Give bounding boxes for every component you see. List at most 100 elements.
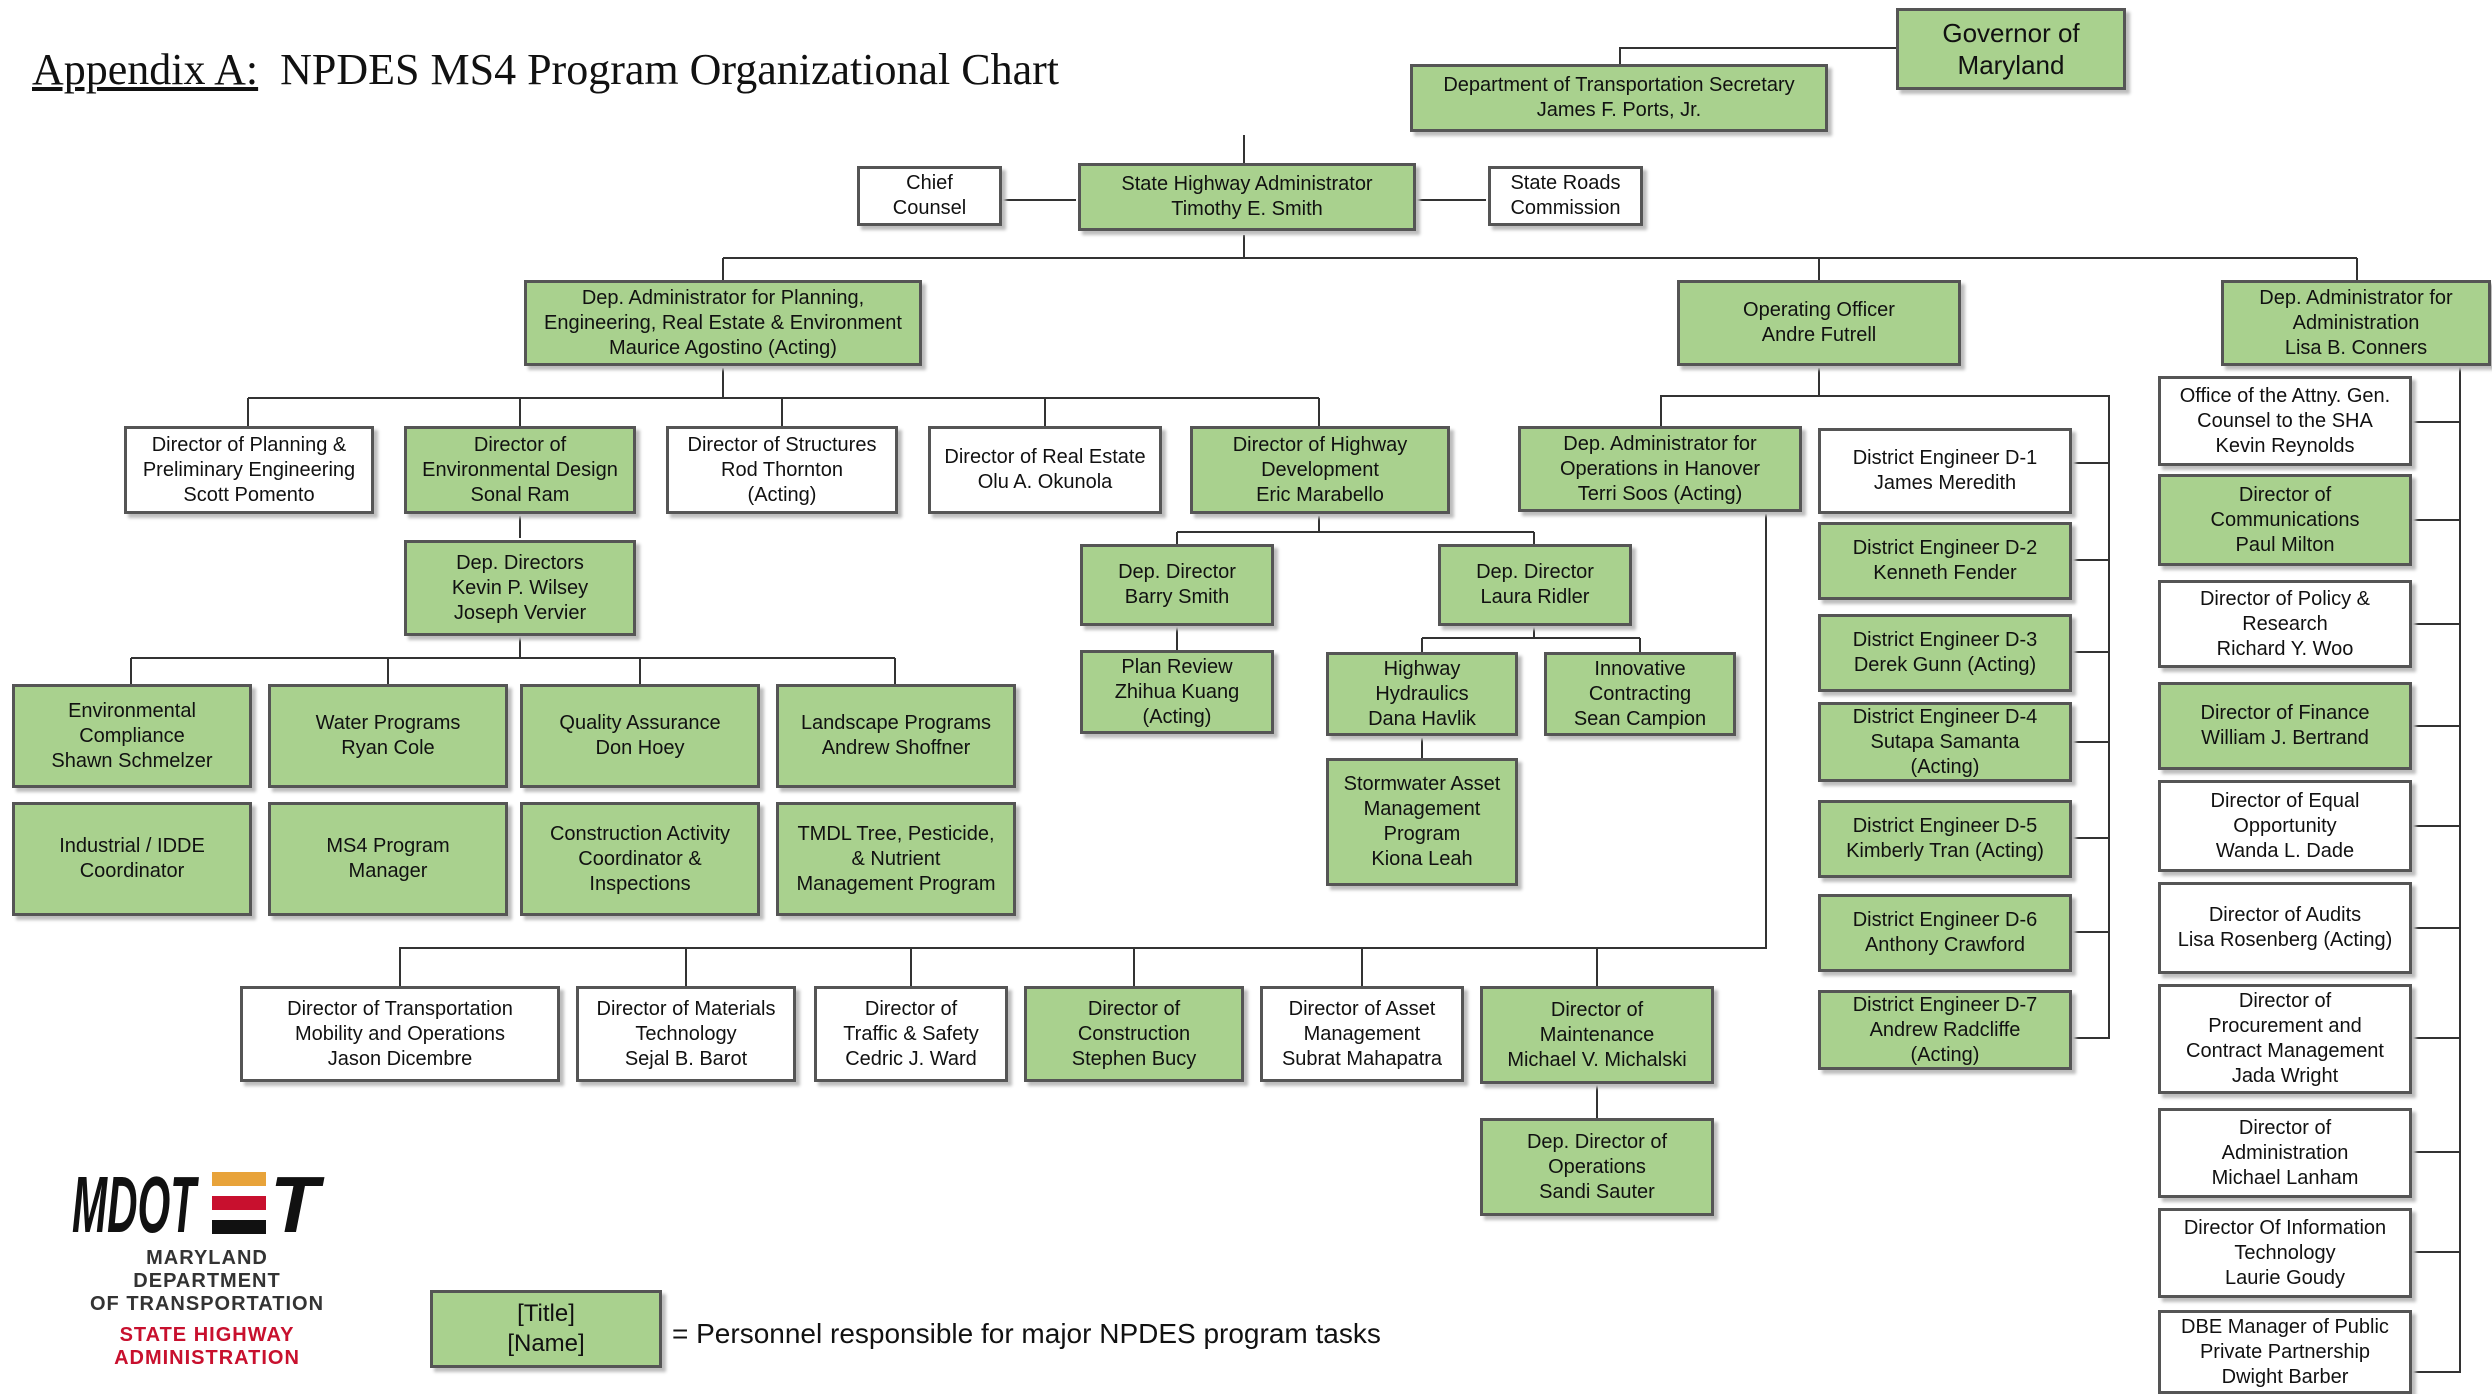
dir-communications-line-2: Communications bbox=[2210, 508, 2360, 531]
ms4-manager-line-1: MS4 Program bbox=[326, 835, 450, 857]
dir-finance-line-1: Director of Finance bbox=[2200, 702, 2370, 724]
dir-env-design-line-1: Director of bbox=[473, 433, 567, 456]
hwy-hydraulics-line-3: Dana Havlik bbox=[1368, 707, 1476, 730]
dir-materials-line-3: Sejal B. Barot bbox=[624, 1047, 748, 1070]
tmdl-program-line-3: Management Program bbox=[796, 872, 996, 895]
dep-administration-line-2: Administration bbox=[2292, 311, 2420, 334]
dir-audits-line-1: Director of Audits bbox=[2208, 904, 2362, 926]
operating-officer-line-2: Andre Futrell bbox=[1761, 324, 1877, 346]
page-title: Appendix A: NPDES MS4 Program Organizati… bbox=[32, 44, 1059, 95]
dir-communications-line-1: Director of bbox=[2238, 483, 2332, 506]
construction-activity-line-3: Inspections bbox=[589, 872, 691, 895]
dir-info-tech-line-3: Laurie Goudy bbox=[2224, 1266, 2346, 1289]
dep-administration-line-1: Dep. Administrator for bbox=[2259, 286, 2453, 309]
logo-line3: STATE HIGHWAY bbox=[119, 1324, 295, 1346]
roads-commission-line-2: Commission bbox=[1510, 197, 1621, 219]
dep-planning-line-3: Maurice Agostino (Acting) bbox=[609, 336, 837, 359]
dir-real-estate-line-2: Olu A. Okunola bbox=[977, 471, 1113, 493]
plan-review-line-1: Plan Review bbox=[1121, 655, 1233, 678]
svg-text:T: T bbox=[270, 1166, 325, 1242]
innovative-contracting-line-1: Innovative bbox=[1594, 657, 1686, 680]
legend-name: [Name] bbox=[507, 1330, 585, 1357]
box-dep-admin-planning: Dep. Administrator for Planning,Engineer… bbox=[524, 280, 922, 366]
district-4-line-1: District Engineer D-4 bbox=[1852, 705, 2038, 728]
dir-procurement-line-1: Director of bbox=[2238, 990, 2332, 1012]
dir-maintenance-line-1: Director of bbox=[1550, 998, 1644, 1021]
tmdl-program-line-1: TMDL Tree, Pesticide, bbox=[797, 822, 995, 845]
innovative-contracting-line-2: Contracting bbox=[1588, 682, 1692, 705]
district-2-line-2: Kenneth Fender bbox=[1873, 562, 2017, 584]
secretary-line-2: James F. Ports, Jr. bbox=[1536, 99, 1702, 121]
district-7-line-1: District Engineer D-7 bbox=[1852, 993, 2038, 1016]
dir-hwy-dev-line-1: Director of Highway bbox=[1232, 433, 1408, 456]
dep-ops-hanover-line-1: Dep. Administrator for bbox=[1563, 432, 1757, 455]
dir-administration-line-1: Director of bbox=[2238, 1116, 2332, 1139]
ms4-manager-line-2: Manager bbox=[348, 860, 428, 882]
office-attny-line-3: Kevin Reynolds bbox=[2215, 434, 2355, 457]
quality-assurance-line-2: Don Hoey bbox=[595, 737, 685, 759]
dir-construction-line-3: Stephen Bucy bbox=[1071, 1047, 1197, 1070]
dir-traffic-line-3: Cedric J. Ward bbox=[845, 1047, 977, 1070]
dep-planning-line-1: Dep. Administrator for Planning, bbox=[581, 286, 865, 309]
dir-real-estate-line-1: Director of Real Estate bbox=[944, 446, 1146, 468]
dir-materials-line-2: Technology bbox=[635, 1022, 737, 1045]
district-3-line-1: District Engineer D-3 bbox=[1852, 629, 2038, 651]
office-attny-line-1: Office of the Attny. Gen. bbox=[2179, 384, 2391, 407]
dir-finance-line-2: William J. Bertrand bbox=[2201, 727, 2369, 749]
plan-review-line-2: Zhihua Kuang bbox=[1114, 680, 1240, 703]
dir-info-tech-line-1: Director Of Information bbox=[2183, 1216, 2387, 1239]
governor-line-1: Governor of bbox=[1942, 18, 2080, 48]
dbe-manager-line-3: Dwight Barber bbox=[2221, 1365, 2349, 1388]
dir-traffic-line-2: Traffic & Safety bbox=[843, 1022, 979, 1045]
dep-ops-hanover-line-2: Operations in Hanover bbox=[1559, 457, 1761, 480]
dir-hwy-dev-line-3: Eric Marabello bbox=[1256, 483, 1384, 506]
dir-planning-line-1: Director of Planning & bbox=[151, 433, 347, 456]
env-dep-directors-line-2: Kevin P. Wilsey bbox=[451, 576, 589, 599]
stormwater-asset-line-1: Stormwater Asset bbox=[1343, 773, 1501, 795]
district-6-line-1: District Engineer D-6 bbox=[1852, 909, 2038, 931]
logo-line4: ADMINISTRATION bbox=[114, 1347, 300, 1369]
svg-text:MDOT: MDOT bbox=[72, 1166, 199, 1242]
dir-env-design-line-3: Sonal Ram bbox=[470, 483, 570, 506]
quality-assurance-line-1: Quality Assurance bbox=[559, 712, 721, 734]
chief-counsel-line-2: Counsel bbox=[892, 197, 967, 219]
dir-equal-opp-line-3: Wanda L. Dade bbox=[2215, 839, 2355, 862]
hwy-hydraulics-line-2: Hydraulics bbox=[1375, 682, 1469, 705]
dir-administration-line-3: Michael Lanham bbox=[2211, 1166, 2359, 1189]
chief-counsel-line-1: Chief bbox=[906, 172, 953, 194]
roads-commission-line-1: State Roads bbox=[1510, 172, 1621, 194]
district-7-line-3: (Acting) bbox=[1910, 1043, 1980, 1066]
dir-structures-line-3: (Acting) bbox=[747, 483, 817, 506]
dir-equal-opp-line-2: Opportunity bbox=[2233, 814, 2337, 837]
env-dep-directors-line-3: Joseph Vervier bbox=[453, 601, 587, 624]
governor-line-2: Maryland bbox=[1957, 50, 2065, 80]
district-5-line-2: Kimberly Tran (Acting) bbox=[1846, 840, 2044, 862]
dir-planning-line-3: Scott Pomento bbox=[183, 483, 315, 506]
sha-admin-line-1: State Highway Administrator bbox=[1121, 173, 1373, 195]
dir-materials-line-1: Director of Materials bbox=[596, 997, 776, 1020]
dep-dir-operations-line-1: Dep. Director of bbox=[1526, 1130, 1668, 1153]
dir-structures-line-1: Director of Structures bbox=[687, 433, 877, 456]
dir-equal-opp-line-1: Director of Equal bbox=[2210, 789, 2360, 812]
operating-officer-line-1: Operating Officer bbox=[1743, 299, 1895, 321]
